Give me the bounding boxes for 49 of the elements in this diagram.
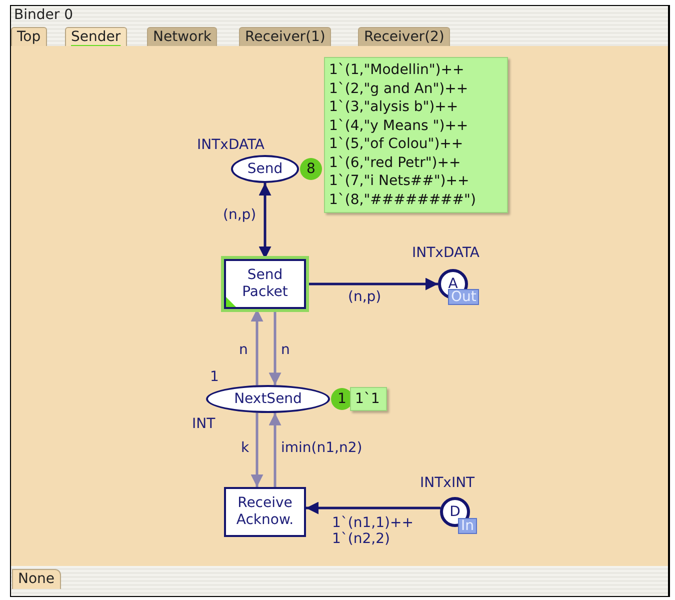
tab: Network <box>147 27 218 47</box>
arc-inscription: (n,p) <box>222 207 258 223</box>
node-text: D <box>450 504 460 521</box>
marking-text: 1`1 <box>355 390 380 408</box>
marking-box <box>324 57 508 213</box>
arc-arrow <box>250 309 264 386</box>
node-text: 8 <box>306 160 316 178</box>
tab: None <box>12 569 61 589</box>
arc-inscription: 1`(n1,1)++ 1`(n2,2) <box>331 515 415 547</box>
arc-inscription: imin(n1,n2) <box>280 440 364 456</box>
place-ellipse <box>231 155 299 183</box>
type-label: INTxINT <box>420 475 475 491</box>
marking-text: 1`(7,"i Nets##")++ <box>329 172 470 190</box>
tab: Receiver(2) <box>358 27 450 47</box>
window-title: Binder 0 <box>14 7 73 23</box>
transition-box <box>224 487 306 537</box>
node-text: 1 <box>338 390 346 408</box>
marking-box <box>350 387 387 411</box>
marking-text: 1`(1,"Modellin")++ <box>329 61 464 80</box>
type-label: INT <box>192 416 216 432</box>
marking-text: 1`(8,"########") <box>329 190 476 209</box>
tab: Receiver(1) <box>239 27 332 47</box>
node-text: Send Packet <box>241 267 289 301</box>
marking-text: 1`(4,"y Means ")++ <box>329 116 468 135</box>
marking-text: 1`(6,"red Petr")++ <box>329 154 461 172</box>
port-tag: Out <box>448 289 480 305</box>
tab: Top <box>11 27 47 47</box>
arc-arrow <box>268 412 282 487</box>
type-label: INTxDATA <box>412 245 480 261</box>
arc-inscription: (n,p) <box>347 289 382 305</box>
arc-arrow <box>306 502 441 514</box>
node-text: Receive Acknow. <box>235 495 295 529</box>
arc-arrow <box>258 183 272 259</box>
arc-arrow <box>306 278 438 290</box>
arc-arrow <box>250 412 264 487</box>
port-tag: In <box>458 518 478 534</box>
tab: Sender <box>65 27 127 47</box>
node-text: NextSend <box>234 390 302 408</box>
node-text: Send <box>247 160 283 178</box>
type-label: INTxDATA <box>197 137 265 153</box>
initial-marking-label: 1 <box>210 369 219 385</box>
place-ellipse <box>206 385 330 413</box>
node-text: A <box>448 276 458 292</box>
transition-box <box>224 259 306 309</box>
marking-text: 1`(5,"of Colou")++ <box>329 135 464 154</box>
marking-text: 1`(3,"alysis b")++ <box>329 98 458 116</box>
marking-text: 1`(2,"g and An")++ <box>329 80 468 98</box>
arc-arrow <box>268 309 282 386</box>
token-count <box>300 158 322 180</box>
